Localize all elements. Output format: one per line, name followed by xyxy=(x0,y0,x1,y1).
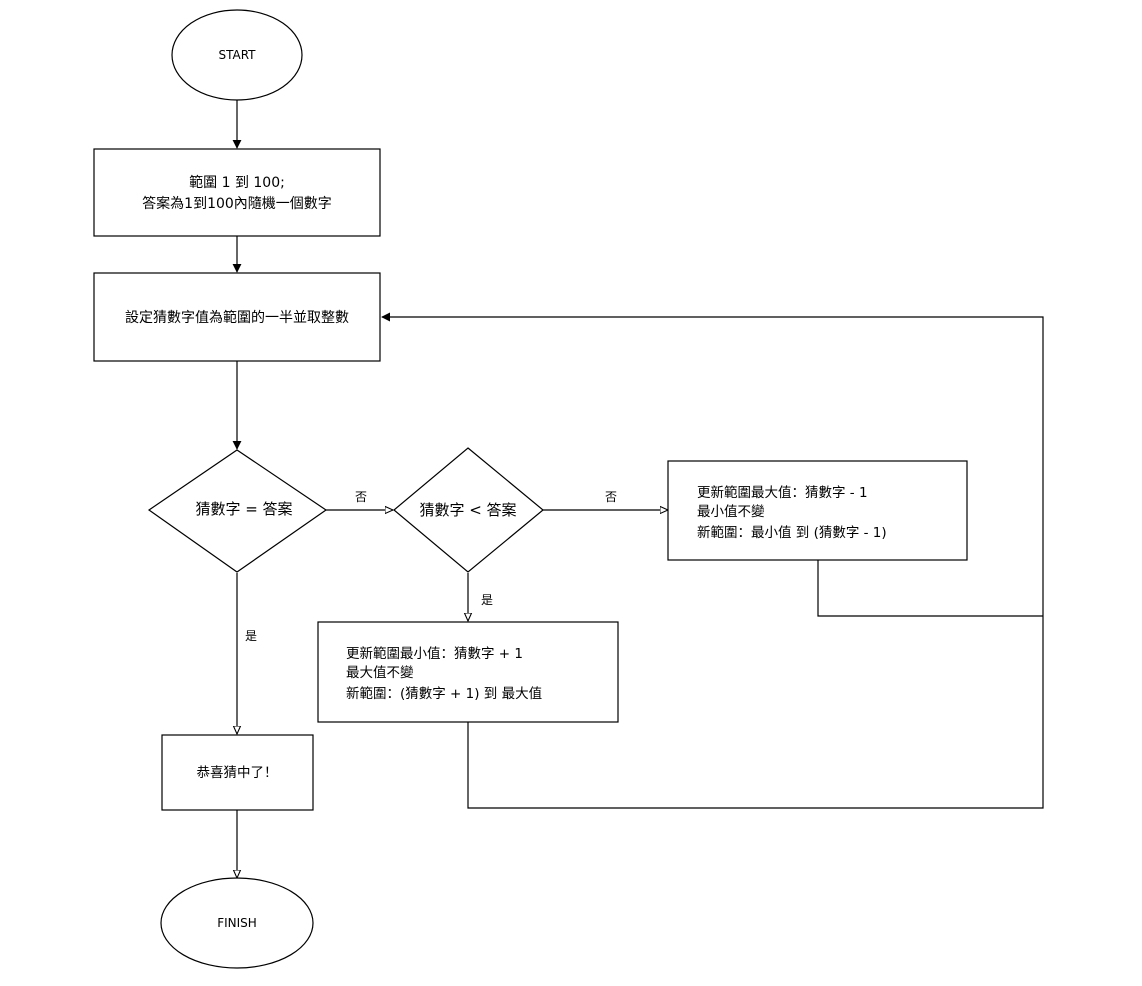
update-max-line3: 新範圍：最小值 到 (猜數字 - 1) xyxy=(697,525,887,541)
edge-update-max-loop xyxy=(817,560,1043,617)
set-guess-process: 設定猜數字值為範圍的一半並取整數 xyxy=(93,272,381,362)
init-process: 範圍 1 到 100; 答案為1到100內隨機一個數字 xyxy=(93,148,381,237)
start-label: START xyxy=(218,48,256,62)
update-min-line3: 新範圍：(猜數字 + 1) 到 最大值 xyxy=(346,686,542,702)
update-min-process: 更新範圍最小值：猜數字 + 1 最大值不變 新範圍：(猜數字 + 1) 到 最大… xyxy=(317,621,619,723)
finish-label: FINISH xyxy=(217,916,257,930)
edge-update-min-loop xyxy=(381,312,1044,809)
update-max-line1: 更新範圍最大值：猜數字 - 1 xyxy=(697,485,868,501)
decision-less: 猜數字 < 答案 xyxy=(393,447,544,573)
update-max-line2: 最小值不變 xyxy=(697,504,765,520)
decision-equal-label: 猜數字 = 答案 xyxy=(195,500,292,518)
decision-less-label: 猜數字 < 答案 xyxy=(419,501,516,519)
update-min-line1: 更新範圍最小值：猜數字 + 1 xyxy=(346,646,523,662)
set-guess-label: 設定猜數字值為範圍的一半並取整數 xyxy=(125,309,349,326)
edge-label-less-yes: 是 xyxy=(481,593,493,607)
update-min-line2: 最大值不變 xyxy=(346,665,414,681)
decision-equal: 猜數字 = 答案 xyxy=(147,449,328,573)
edge-label-equal-yes: 是 xyxy=(245,629,257,643)
start-terminal: START xyxy=(171,9,303,101)
init-line1: 範圍 1 到 100; xyxy=(189,174,285,191)
edge-label-equal-no: 否 xyxy=(355,490,367,504)
edge-label-less-no: 否 xyxy=(605,490,617,504)
success-label: 恭喜猜中了！ xyxy=(197,765,278,781)
update-max-process: 更新範圍最大值：猜數字 - 1 最小值不變 新範圍：最小值 到 (猜數字 - 1… xyxy=(667,460,968,561)
success-process: 恭喜猜中了！ xyxy=(161,734,314,811)
init-line2: 答案為1到100內隨機一個數字 xyxy=(142,195,332,212)
finish-terminal: FINISH xyxy=(160,877,314,969)
